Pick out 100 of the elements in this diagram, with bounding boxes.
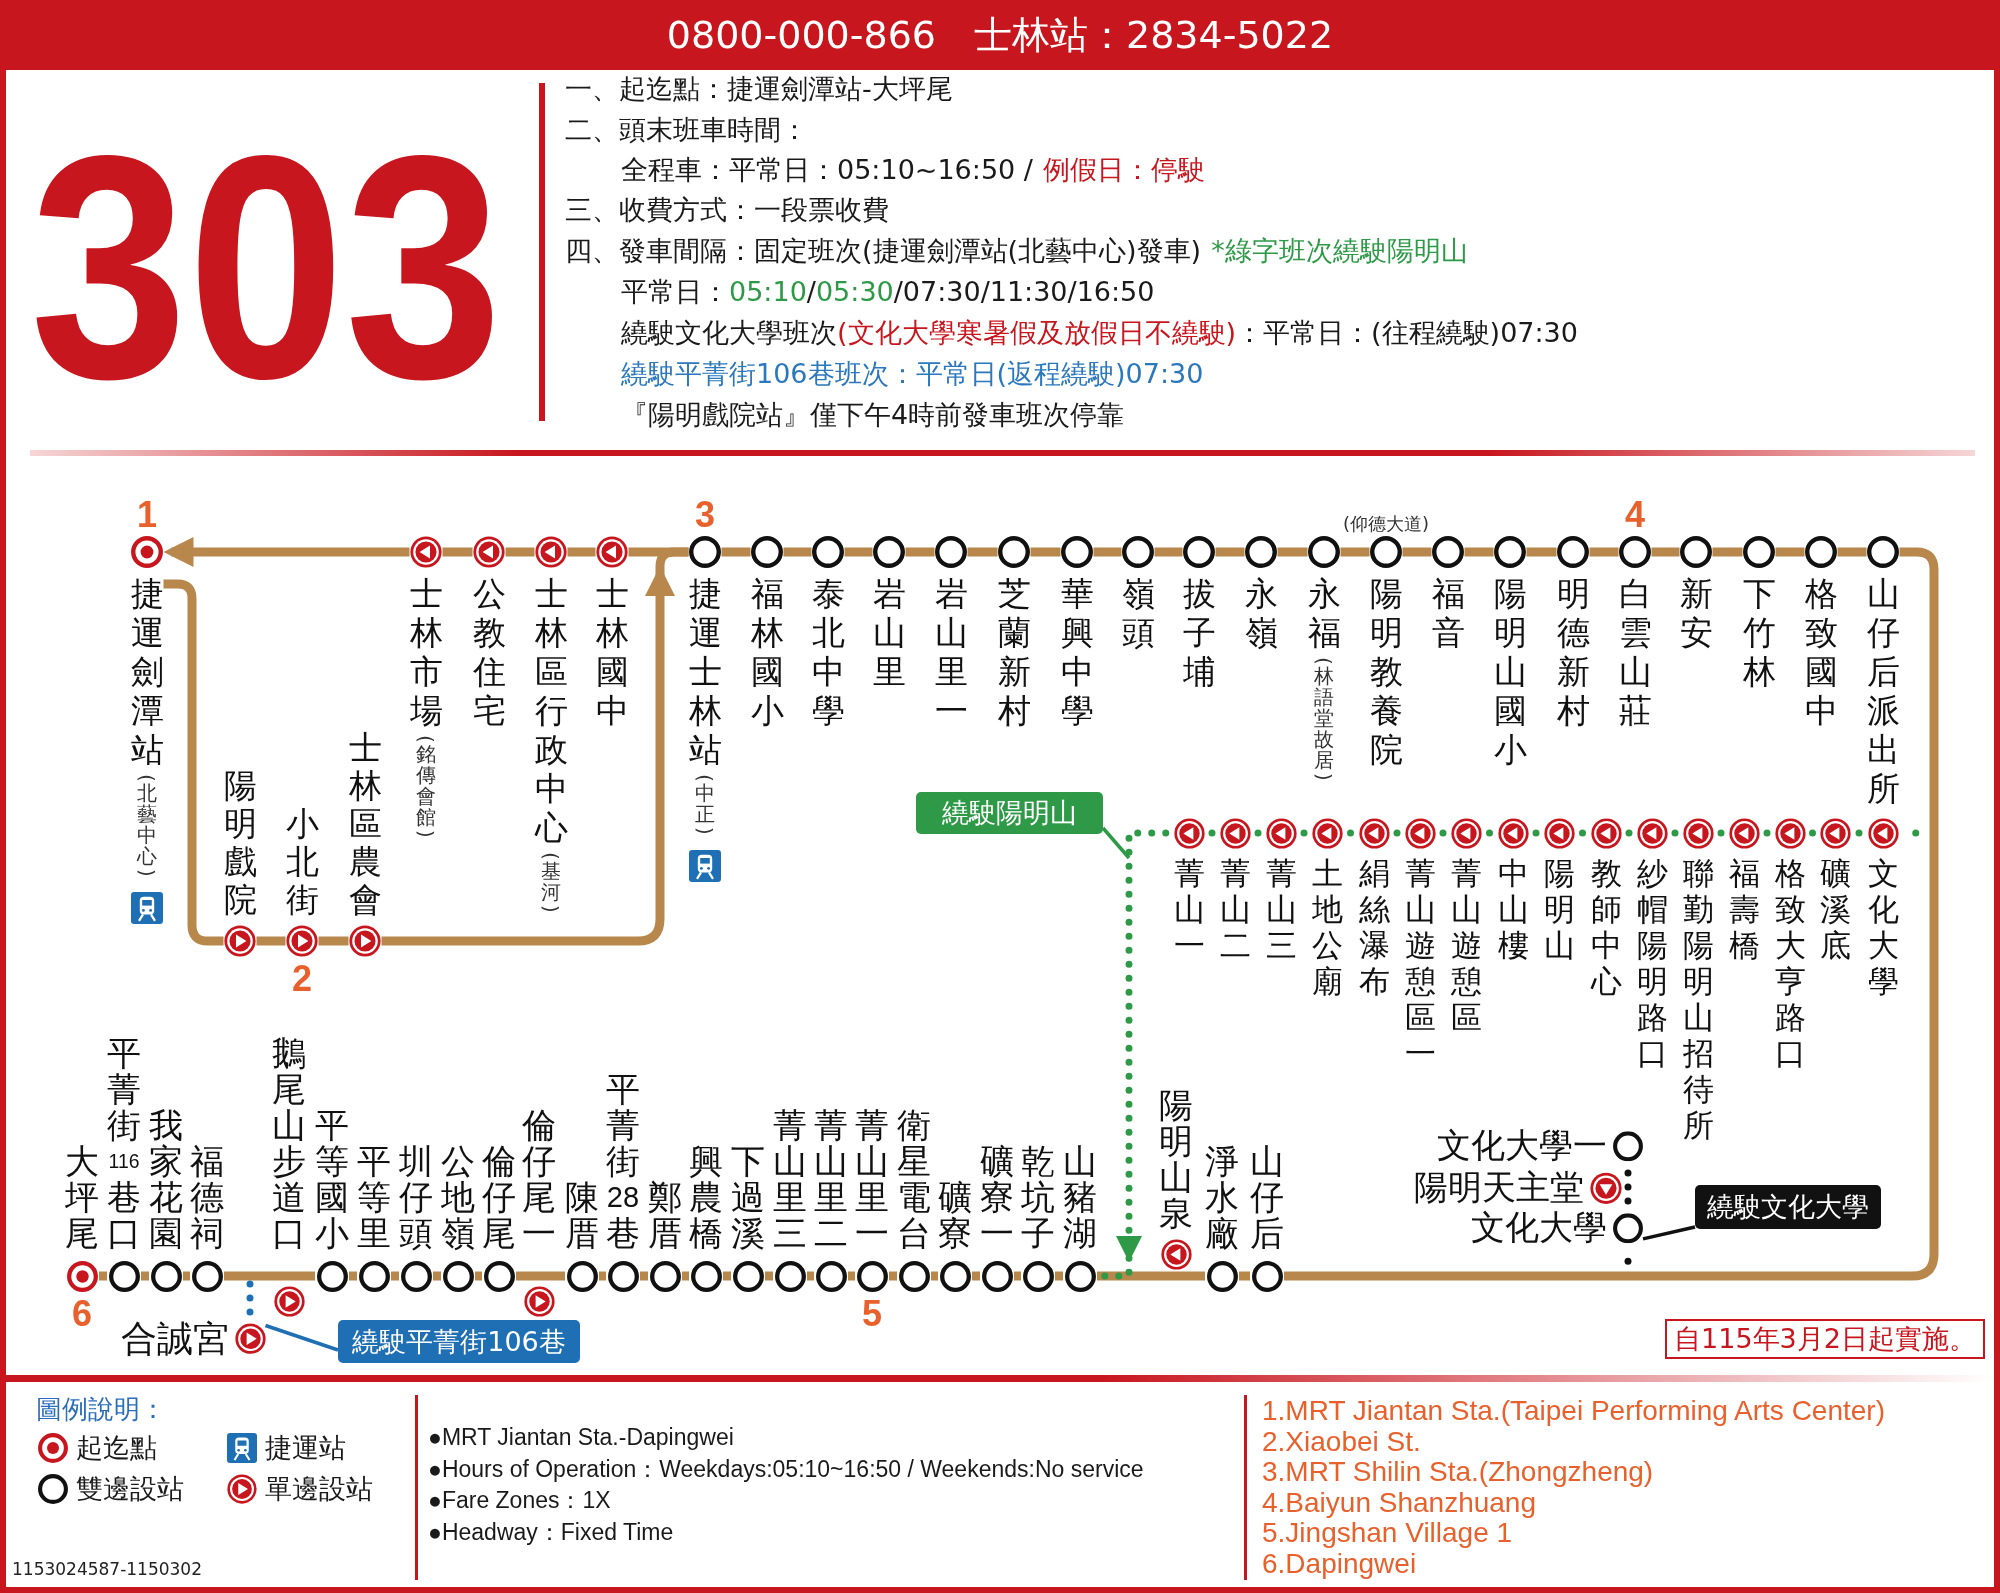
stop-name: 嶺頭	[1121, 574, 1155, 652]
info-text: ：平常日：(往程繞駛)07:30	[1236, 317, 1578, 348]
route-line	[844, 547, 873, 557]
stop-number: 6	[72, 1295, 92, 1332]
stop-name: 山豬湖	[1063, 1142, 1097, 1251]
legend-label: 單邊設站	[265, 1472, 373, 1506]
stop-name: 合誠宮	[120, 1319, 229, 1359]
stop-name: 文化大學	[1867, 854, 1899, 999]
stop-translation: 3.MRT Shilin Sta.(Zhongzheng)	[1262, 1457, 1654, 1488]
info-text: 05:30	[815, 276, 894, 307]
route-line	[442, 547, 473, 557]
info-text: /	[806, 276, 816, 307]
stop-name: 平等國小	[315, 1106, 349, 1251]
stop-number: 4	[1625, 497, 1645, 533]
info-text: 三、收費方式：一段票收費	[565, 194, 889, 225]
route-line	[1589, 547, 1619, 557]
route-line	[599, 1271, 606, 1281]
detour-line	[1806, 829, 1819, 837]
route-line	[141, 1271, 149, 1281]
leader-line	[264, 1323, 339, 1352]
info-text: 平常日：	[621, 276, 729, 307]
route-line	[505, 547, 535, 557]
stop-name: 拔子埔	[1182, 574, 1216, 691]
route-line	[1284, 547, 1939, 1281]
route-line	[721, 547, 751, 557]
route-line	[1402, 547, 1432, 557]
route-line	[1093, 547, 1122, 557]
route-arrow	[381, 547, 689, 946]
stop-name: 陽明山	[1543, 854, 1575, 963]
stop-name: 士林市場	[409, 574, 443, 730]
stop-name: 福德祠	[190, 1142, 224, 1251]
route-line	[640, 1271, 648, 1281]
route-line	[1239, 1271, 1250, 1281]
stop-note: (北藝中心)	[137, 772, 157, 878]
route-line	[1651, 547, 1680, 557]
stop-name: 士林區行政中心	[534, 574, 568, 847]
stop-name: 鄭厝	[648, 1178, 682, 1251]
stop-name: 文化大學	[1471, 1209, 1607, 1247]
route-line	[318, 936, 349, 946]
route-line	[1712, 547, 1743, 557]
route-line	[567, 547, 596, 557]
route-line	[433, 1271, 441, 1281]
info-text: 繞駛平菁街106巷班次：平常日(返程繞駛)07:30	[621, 358, 1204, 389]
stop-name: 中山樓	[1497, 854, 1529, 963]
stop-name: 土地公廟	[1311, 854, 1343, 999]
stop-name: 菁山里一	[855, 1106, 889, 1251]
stop-name: 文化大學一	[1437, 1127, 1607, 1165]
stop-name: 福林國小	[750, 574, 784, 730]
route-line	[848, 1271, 855, 1281]
stop-name: 倫仔尾一	[522, 1106, 556, 1251]
document-number: 1153024587-1150302	[12, 1559, 202, 1579]
stop-name: 淨水廠	[1205, 1142, 1239, 1251]
detour-label: 繞駛平菁街106巷	[338, 1320, 580, 1363]
legend-label: 起迄點	[76, 1431, 157, 1465]
info-text: 全程車：平常日：05:10~16:50 /	[621, 154, 1033, 185]
info-text: 例假日：停駛	[1042, 154, 1205, 185]
route-line	[807, 1271, 814, 1281]
route-line	[889, 1271, 897, 1281]
stop-name: 平菁街28巷	[606, 1070, 640, 1251]
stop-name: 礦寮一	[980, 1142, 1014, 1251]
route-arrow	[163, 537, 410, 567]
route-line	[1277, 547, 1308, 557]
stop-name: 菁山遊憩區	[1450, 854, 1482, 1035]
route-line	[163, 579, 224, 946]
stop-name: 陽明天主堂	[1414, 1169, 1584, 1207]
stop-name: 平菁街116巷口	[107, 1034, 141, 1251]
route-line	[1526, 547, 1557, 557]
route-line	[1215, 547, 1245, 557]
stop-number: 2	[292, 961, 312, 997]
legend-title: 圖例說明：	[36, 1393, 166, 1426]
stop-name: 我家花園	[149, 1106, 183, 1251]
stop-note: (銘傳會館)	[416, 733, 436, 839]
route-info-text: ●Fare Zones：1X	[428, 1486, 611, 1515]
stop-number: 5	[862, 1295, 882, 1332]
route-line	[1464, 547, 1494, 557]
info-text: 05:10	[729, 276, 807, 307]
detour-label: 繞駛文化大學	[1695, 1185, 1881, 1229]
stop-name: 公教住宅	[472, 574, 506, 730]
stop-translation: 6.Dapingwei	[1262, 1549, 1417, 1579]
stop-name: 紗帽陽明路口	[1636, 854, 1668, 1071]
stop-name: 聯勤陽明山招待所	[1682, 854, 1714, 1143]
stop-note: (中正)	[695, 772, 715, 836]
stop-name: 菁山三	[1265, 854, 1297, 963]
stop-name: 小北街	[285, 805, 319, 919]
route-line	[1154, 547, 1183, 557]
info-text: 繞駛文化大學班次	[621, 317, 837, 348]
route-line	[723, 1271, 731, 1281]
route-info-text: ●Hours of Operation：Weekdays:05:10~16:50 / Weekends:No service	[428, 1454, 1144, 1484]
detour-label: 繞駛陽明山	[916, 792, 1103, 834]
route-line	[1837, 547, 1867, 557]
info-text: (文化大學寒暑假及放假日不繞駛)	[837, 317, 1237, 348]
info-text: 一、起迄點：捷運劍潭站-大坪尾	[565, 73, 953, 104]
route-line	[1097, 1271, 1205, 1281]
stop-name: 礦寮	[938, 1178, 972, 1251]
legend-label: 捷運站	[265, 1431, 346, 1465]
stop-name: 下過溪	[731, 1142, 765, 1251]
route-line	[1340, 547, 1370, 557]
stop-name: 鵝尾山步道口	[272, 1034, 306, 1251]
stop-name: 芝蘭新村	[997, 574, 1031, 730]
stop-name: 礦溪底	[1819, 854, 1851, 963]
